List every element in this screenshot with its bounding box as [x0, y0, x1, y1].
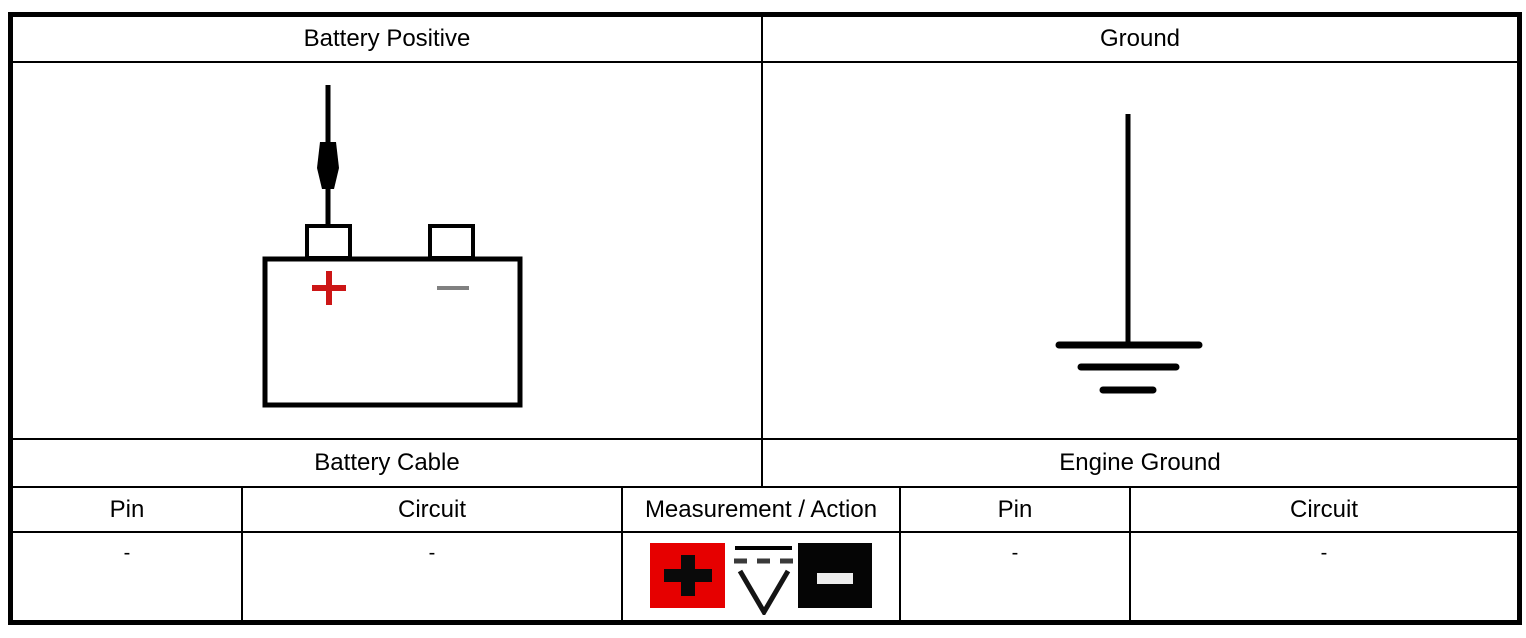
battery-negative-post: [428, 224, 475, 260]
column-header-measurement-action: Measurement / Action: [644, 495, 878, 523]
grid-line-below-column-headers: [13, 531, 1517, 533]
probe-tip-icon: [317, 142, 339, 189]
header-ground: Ground: [1099, 25, 1181, 52]
battery-plus-symbol: [312, 271, 346, 305]
value-pin-left: -: [123, 542, 131, 564]
header-battery-positive: Battery Positive: [303, 25, 471, 52]
grid-line-below-diagrams: [13, 438, 1517, 440]
measurement-action-icons: [650, 543, 872, 615]
grid-line-center-divider: [761, 17, 763, 488]
ground-diagram: [1055, 114, 1203, 394]
grid-line-circuit-measurement: [621, 487, 623, 620]
grid-line-pin-circuit-left: [241, 487, 243, 620]
black-square-minus-icon: [798, 543, 872, 608]
column-header-pin-right: Pin: [997, 495, 1033, 523]
value-pin-right: -: [1011, 542, 1019, 564]
column-header-circuit-right: Circuit: [1289, 495, 1358, 523]
battery-body: [262, 256, 523, 408]
subheader-engine-ground: Engine Ground: [1059, 449, 1221, 476]
red-square-plus-icon: [650, 543, 725, 608]
grid-line-below-subheader: [13, 486, 1517, 488]
value-circuit-left: -: [428, 542, 436, 564]
value-circuit-right: -: [1320, 542, 1328, 564]
column-header-pin-left: Pin: [109, 495, 145, 523]
table-outer-border: [8, 12, 1522, 625]
dc-voltage-V-icon: [734, 546, 793, 615]
column-header-circuit-left: Circuit: [397, 495, 466, 523]
grid-line-below-header: [13, 61, 1517, 63]
grid-line-pin-circuit-right: [1129, 487, 1131, 620]
grid-line-measurement-pin: [899, 487, 901, 620]
subheader-battery-cable: Battery Cable: [314, 449, 460, 476]
battery-positive-post: [305, 224, 352, 260]
battery-positive-diagram: [262, 85, 523, 408]
